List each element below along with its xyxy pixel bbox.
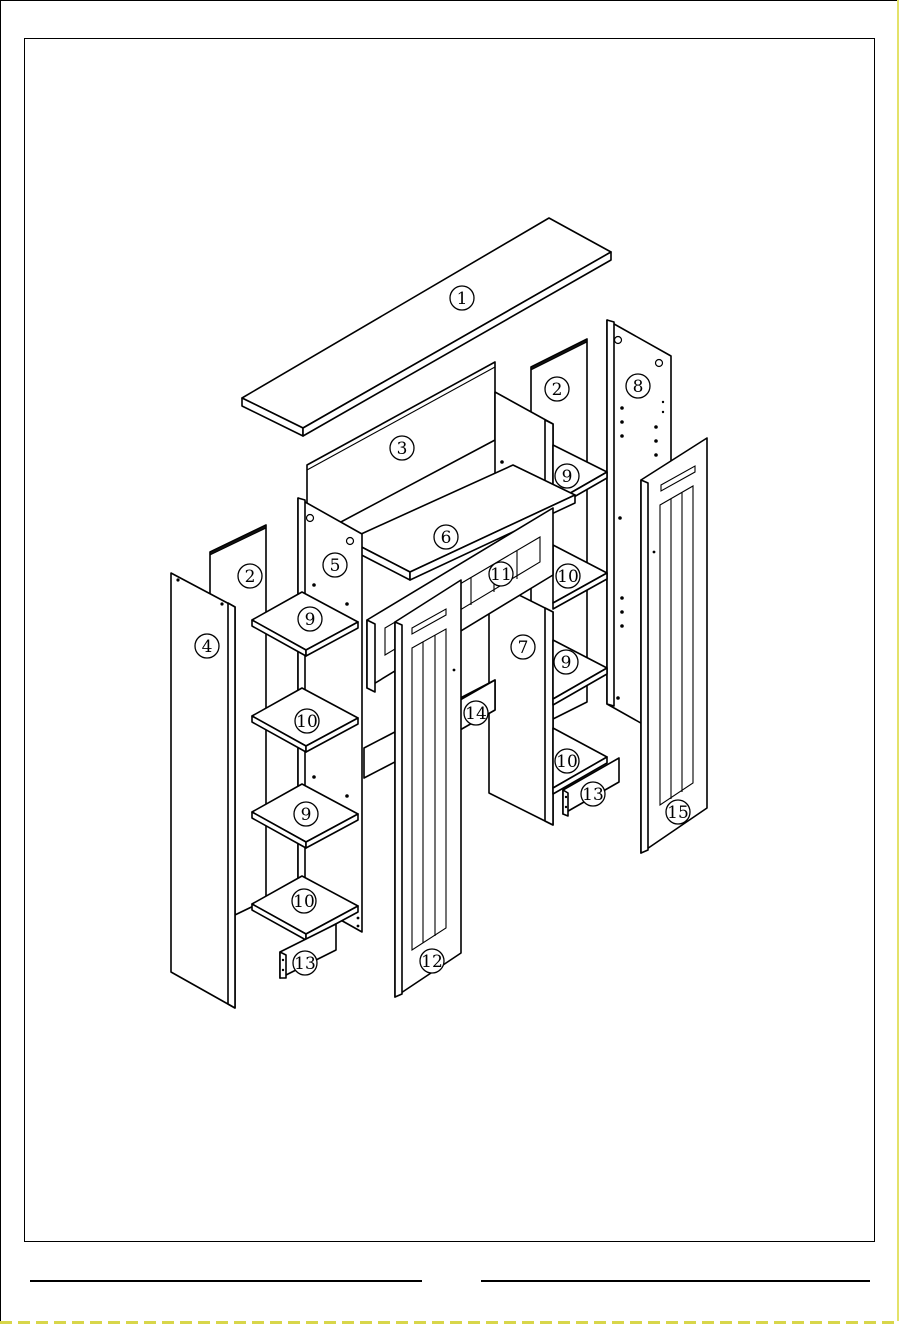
callout-part-9a: 9 bbox=[298, 607, 322, 631]
callout-number: 7 bbox=[518, 638, 529, 658]
callout-number: 10 bbox=[556, 752, 578, 772]
callout-part-2b: 2 bbox=[545, 377, 569, 401]
callout-number: 9 bbox=[561, 653, 572, 673]
callout-number: 13 bbox=[582, 785, 604, 805]
footer-rule-right bbox=[481, 1280, 870, 1282]
callout-number: 15 bbox=[667, 803, 689, 823]
callout-part-15: 15 bbox=[666, 800, 690, 824]
right-center-side bbox=[489, 580, 556, 825]
callout-number: 4 bbox=[202, 637, 213, 657]
callout-part-3: 3 bbox=[390, 436, 414, 460]
callout-number: 14 bbox=[465, 704, 487, 724]
callout-part-12: 12 bbox=[420, 949, 444, 973]
callout-part-9c: 9 bbox=[555, 464, 579, 488]
callout-number: 5 bbox=[330, 556, 341, 576]
callout-part-6: 6 bbox=[434, 525, 458, 549]
callout-part-4: 4 bbox=[195, 634, 219, 658]
callout-number: 11 bbox=[490, 565, 512, 585]
callout-part-13a: 13 bbox=[293, 951, 317, 975]
callout-number: 2 bbox=[552, 380, 563, 400]
callout-part-7: 7 bbox=[511, 635, 535, 659]
callout-part-10d: 10 bbox=[555, 749, 579, 773]
callout-part-1: 1 bbox=[450, 286, 474, 310]
callout-number: 10 bbox=[293, 892, 315, 912]
callout-number: 10 bbox=[296, 712, 318, 732]
callout-part-10a: 10 bbox=[295, 709, 319, 733]
callout-number: 13 bbox=[294, 954, 316, 974]
callout-part-11: 11 bbox=[489, 562, 513, 586]
callout-number: 10 bbox=[557, 567, 579, 587]
callout-number: 12 bbox=[421, 952, 443, 972]
callout-number: 6 bbox=[441, 528, 452, 548]
callout-part-9d: 9 bbox=[554, 650, 578, 674]
callout-number: 8 bbox=[633, 377, 644, 397]
right-door bbox=[641, 438, 707, 853]
callout-part-9b: 9 bbox=[294, 802, 318, 826]
callout-number: 9 bbox=[305, 610, 316, 630]
callout-part-10c: 10 bbox=[556, 564, 580, 588]
callout-part-2a: 2 bbox=[238, 564, 262, 588]
callout-number: 9 bbox=[301, 805, 312, 825]
callout-number: 3 bbox=[397, 439, 408, 459]
footer-rule-left bbox=[30, 1280, 422, 1282]
callout-part-10b: 10 bbox=[292, 889, 316, 913]
callout-part-14: 14 bbox=[464, 701, 488, 725]
callout-number: 9 bbox=[562, 467, 573, 487]
callout-part-8: 8 bbox=[626, 374, 650, 398]
left-door bbox=[395, 580, 461, 997]
callout-part-13b: 13 bbox=[581, 782, 605, 806]
callout-part-5: 5 bbox=[323, 553, 347, 577]
callout-number: 1 bbox=[457, 289, 468, 309]
callout-number: 2 bbox=[245, 567, 256, 587]
